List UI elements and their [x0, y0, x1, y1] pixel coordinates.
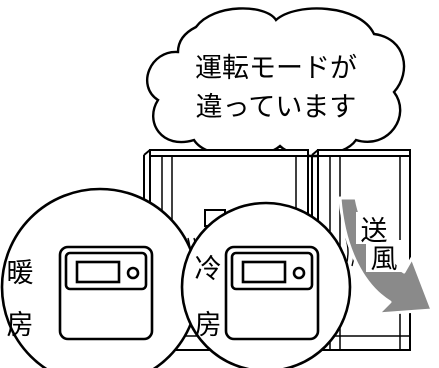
remote-heating: 暖 房 [0, 187, 200, 368]
speech-bubble-line2: 違っています [196, 92, 357, 123]
air-flow-char1: 送 [361, 216, 388, 247]
remote-cooling: 冷 房 [180, 201, 352, 368]
remote-heating-char1: 暖 [7, 258, 34, 289]
remote-cooling-device [224, 245, 320, 341]
speech-bubble: 運転モードが 違っています [146, 7, 406, 158]
remote-heating-char2: 房 [7, 310, 34, 341]
air-flow-char2: 風 [371, 244, 398, 275]
remote-heating-button-icon [126, 266, 140, 280]
remote-cooling-char2: 房 [195, 310, 222, 341]
air-flow: 送 風 [338, 196, 434, 316]
speech-bubble-line1: 運転モードが [195, 53, 357, 84]
remote-cooling-char1: 冷 [195, 254, 222, 285]
remote-heating-device [58, 245, 154, 341]
remote-cooling-button-icon [292, 266, 306, 280]
